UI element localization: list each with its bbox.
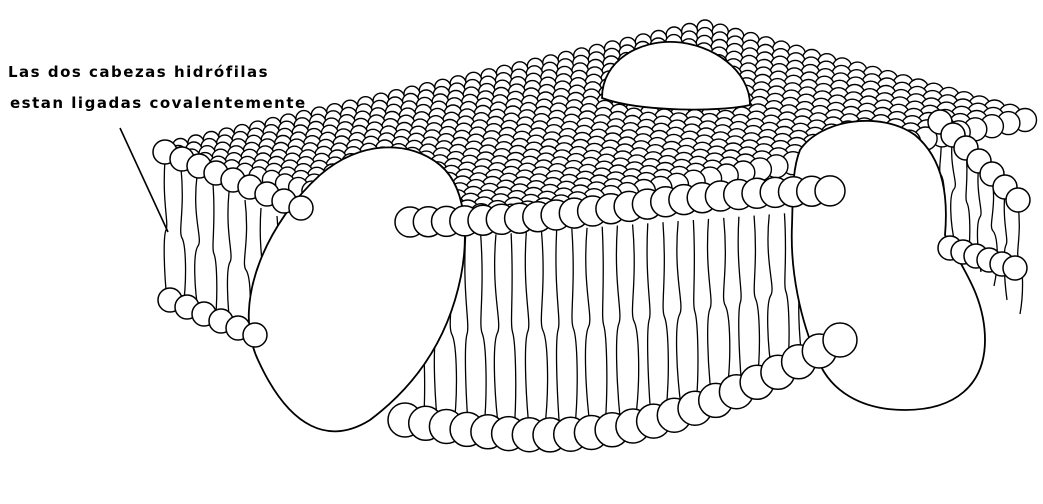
lipid-tail: [693, 220, 698, 403]
lipid-tail: [677, 221, 682, 407]
lipid-tail: [708, 219, 712, 398]
annotation-line-1: Las dos cabezas hidrófilas: [8, 63, 269, 81]
lipid-head: [289, 196, 313, 220]
lipid-tail: [784, 213, 789, 370]
lipid-tail: [213, 184, 217, 324]
lipid-tail: [195, 176, 200, 316]
lipid-tail: [481, 236, 486, 432]
lipid-head: [1006, 188, 1030, 212]
lipid-tail: [465, 237, 469, 432]
annotation-line-2: estan ligadas covalentemente: [10, 94, 307, 112]
lipid-tail: [602, 227, 607, 424]
lipid-head: [243, 323, 267, 347]
lipid-tail: [647, 223, 651, 415]
lipid-head: [1003, 256, 1027, 280]
lipid-tail: [525, 232, 529, 431]
lipid-tail: [663, 222, 668, 411]
lipid-tail: [541, 231, 547, 430]
lipid-tail: [1004, 190, 1007, 300]
lipid-tail: [511, 233, 516, 431]
lipid-head: [823, 323, 857, 357]
lipid-tail: [585, 228, 590, 426]
lipid-tail: [768, 214, 773, 376]
lipid-tail: [632, 224, 638, 418]
lipid-tail: [616, 226, 620, 422]
lipid-tail: [724, 218, 730, 393]
lipid-tail: [738, 217, 742, 388]
lipid-tail: [556, 230, 560, 429]
lipid-tail: [754, 216, 759, 383]
lipid-tail: [181, 168, 186, 308]
lipid-tail: [572, 229, 577, 428]
lipid-tail: [494, 234, 499, 431]
lipid-head: [815, 176, 845, 206]
